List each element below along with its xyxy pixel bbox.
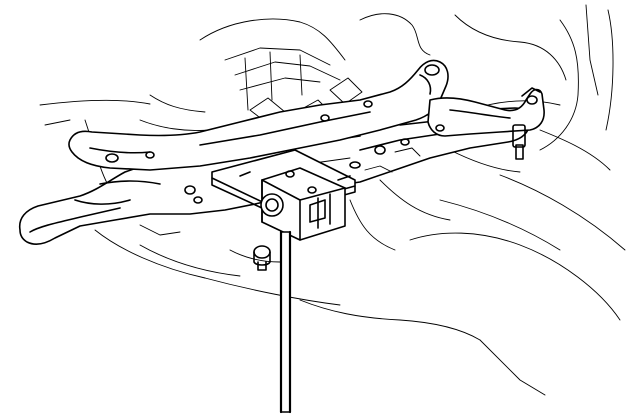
jack-post [279,230,292,414]
crossmember-details [145,100,445,173]
right-lower-arm [427,87,545,160]
rear-crossmember [68,59,449,171]
jack-adapter-plate [211,149,356,241]
left-arm-end [99,180,203,204]
mounting-bolt [253,245,271,271]
